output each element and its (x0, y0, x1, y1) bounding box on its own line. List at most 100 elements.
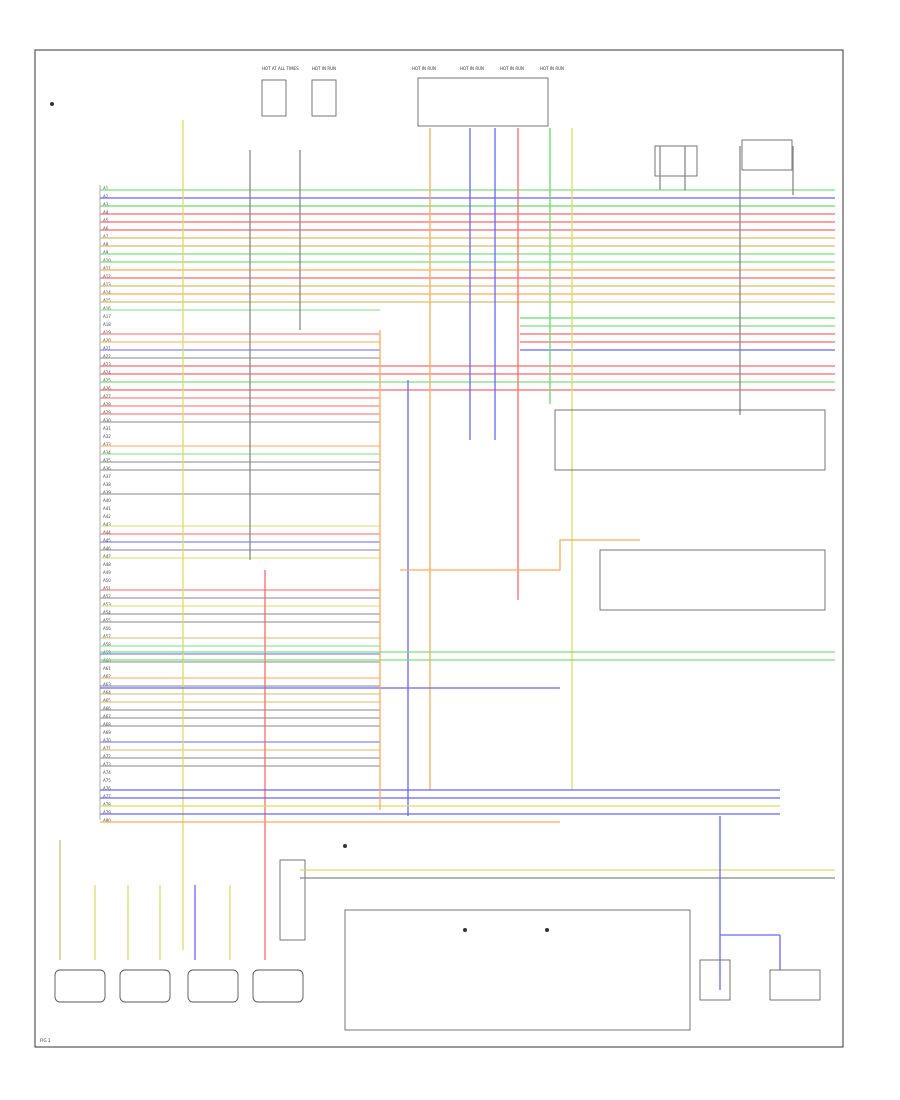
ecm-pin-label: A55 (103, 618, 111, 623)
ecm-pin-label: A49 (103, 570, 111, 575)
svg-text:HOT IN RUN: HOT IN RUN (540, 66, 564, 71)
ecm-pin-label: A30 (103, 418, 111, 423)
ecm-pin-label: A8 (103, 242, 109, 247)
ecm-pin-label: A72 (103, 754, 111, 759)
ecm-pin-label: A68 (103, 722, 111, 727)
ecm-pin-label: A69 (103, 730, 111, 735)
ecm-pin-label: A20 (103, 338, 111, 343)
ecm-pin-label: A37 (103, 474, 111, 479)
ecm-pin-label: A5 (103, 218, 109, 223)
ecm-pin-label: A74 (103, 770, 111, 775)
injector-wires (59, 570, 266, 960)
component-boxes (279, 409, 826, 1031)
ecm-pin-label: A62 (103, 674, 111, 679)
ecm-pin-label: A42 (103, 514, 111, 519)
ecm-pin-label: A58 (103, 642, 111, 647)
ecm-pin-label: A32 (103, 434, 111, 439)
svg-text:HOT IN RUN: HOT IN RUN (412, 66, 436, 71)
ecm-pin-label: A35 (103, 458, 111, 463)
ecm-pin-label: A63 (103, 682, 111, 687)
ecm-pin-label: A57 (103, 634, 111, 639)
ecm-pin-label: A79 (103, 810, 111, 815)
ecm-pin-label: A54 (103, 610, 111, 615)
ecm-pin-label: A36 (103, 466, 111, 471)
top-right-components (654, 139, 793, 177)
ecm-pin-label: A50 (103, 578, 111, 583)
ecm-pin-label: A73 (103, 762, 111, 767)
ecm-pin-label: A15 (103, 298, 111, 303)
ecm-pin-label: A61 (103, 666, 111, 671)
ecm-pin-label: A6 (103, 226, 109, 231)
ecm-pin-label: A40 (103, 498, 111, 503)
frame-corner-label: FIG 1 (40, 1038, 51, 1043)
top-wires (100, 189, 835, 391)
svg-text:HOT IN RUN: HOT IN RUN (312, 66, 336, 71)
ecm-pin-label: A4 (103, 210, 109, 215)
ecm-pin-label: A34 (103, 450, 111, 455)
ecm-pin-label: A31 (103, 426, 111, 431)
ecm-pin-label: A70 (103, 738, 111, 743)
diagram-frame (34, 49, 844, 1048)
ecm-pin-label: A23 (103, 362, 111, 367)
ecm-pin-label: A2 (103, 194, 109, 199)
ecm-pin-label: A25 (103, 378, 111, 383)
fuse-block-left (261, 77, 549, 127)
fuel-injectors (54, 969, 304, 1003)
orange-route (379, 330, 640, 810)
ecm-pin-label: A13 (103, 282, 111, 287)
ecm-connector: A1A2A3A4A5A6A7A8A9A10A11A12A13A14A15A16A… (99, 185, 111, 823)
ecm-pin-label: A28 (103, 402, 111, 407)
ecm-pin-label: A75 (103, 778, 111, 783)
vertical-wires (182, 120, 794, 950)
ecm-pin-label: A64 (103, 690, 111, 695)
top-labels: HOT AT ALL TIMES HOT IN RUN HOT IN RUN H… (262, 66, 564, 71)
ecm-pin-label: A78 (103, 802, 111, 807)
ecm-pin-label: A67 (103, 714, 111, 719)
ecm-pin-label: A27 (103, 394, 111, 399)
ecm-pin-label: A66 (103, 706, 111, 711)
ecm-pin-label: A47 (103, 554, 111, 559)
ecm-pin-label: A39 (103, 490, 111, 495)
ecm-pin-label: A80 (103, 818, 111, 823)
ecm-pin-label: A9 (103, 250, 109, 255)
svg-text:HOT IN RUN: HOT IN RUN (460, 66, 484, 71)
svg-text:HOT AT ALL TIMES: HOT AT ALL TIMES (262, 66, 299, 71)
ecm-pin-label: A65 (103, 698, 111, 703)
ecm-pin-label: A45 (103, 538, 111, 543)
ecm-pin-label: A1 (103, 186, 109, 191)
ecm-pin-label: A19 (103, 330, 111, 335)
ecm-pin-label: A12 (103, 274, 111, 279)
ecm-pin-label: A21 (103, 346, 111, 351)
ecm-pin-label: A14 (103, 290, 111, 295)
svg-text:HOT IN RUN: HOT IN RUN (500, 66, 524, 71)
ecm-pin-label: A46 (103, 546, 111, 551)
wire-bundle (100, 189, 380, 767)
ecm-pin-label: A3 (103, 202, 109, 207)
ecm-pin-label: A11 (103, 266, 111, 271)
ecm-pin-label: A26 (103, 386, 111, 391)
ecm-pin-label: A29 (103, 410, 111, 415)
ecm-pin-label: A38 (103, 482, 111, 487)
ecm-pin-label: A52 (103, 594, 111, 599)
ground-symbols (50, 102, 549, 932)
ecm-pin-label: A77 (103, 794, 111, 799)
ecm-pin-label: A16 (103, 306, 111, 311)
ecm-pin-label: A33 (103, 442, 111, 447)
ecm-pin-label: A48 (103, 562, 111, 567)
ecm-pin-label: A56 (103, 626, 111, 631)
ecm-pin-label: A7 (103, 234, 109, 239)
bottom-wires (100, 651, 835, 990)
ecm-pin-label: A76 (103, 786, 111, 791)
ecm-pin-label: A10 (103, 258, 111, 263)
ecm-pin-label: A22 (103, 354, 111, 359)
ecm-pin-label: A44 (103, 530, 111, 535)
ecm-pin-label: A41 (103, 506, 111, 511)
ecm-pin-label: A18 (103, 322, 111, 327)
ecm-pin-label: A71 (103, 746, 111, 751)
ecm-pin-label: A53 (103, 602, 111, 607)
ecm-pin-label: A51 (103, 586, 111, 591)
ecm-pin-label: A24 (103, 370, 111, 375)
ecm-pin-label: A43 (103, 522, 111, 527)
ecm-pin-label: A17 (103, 314, 111, 319)
